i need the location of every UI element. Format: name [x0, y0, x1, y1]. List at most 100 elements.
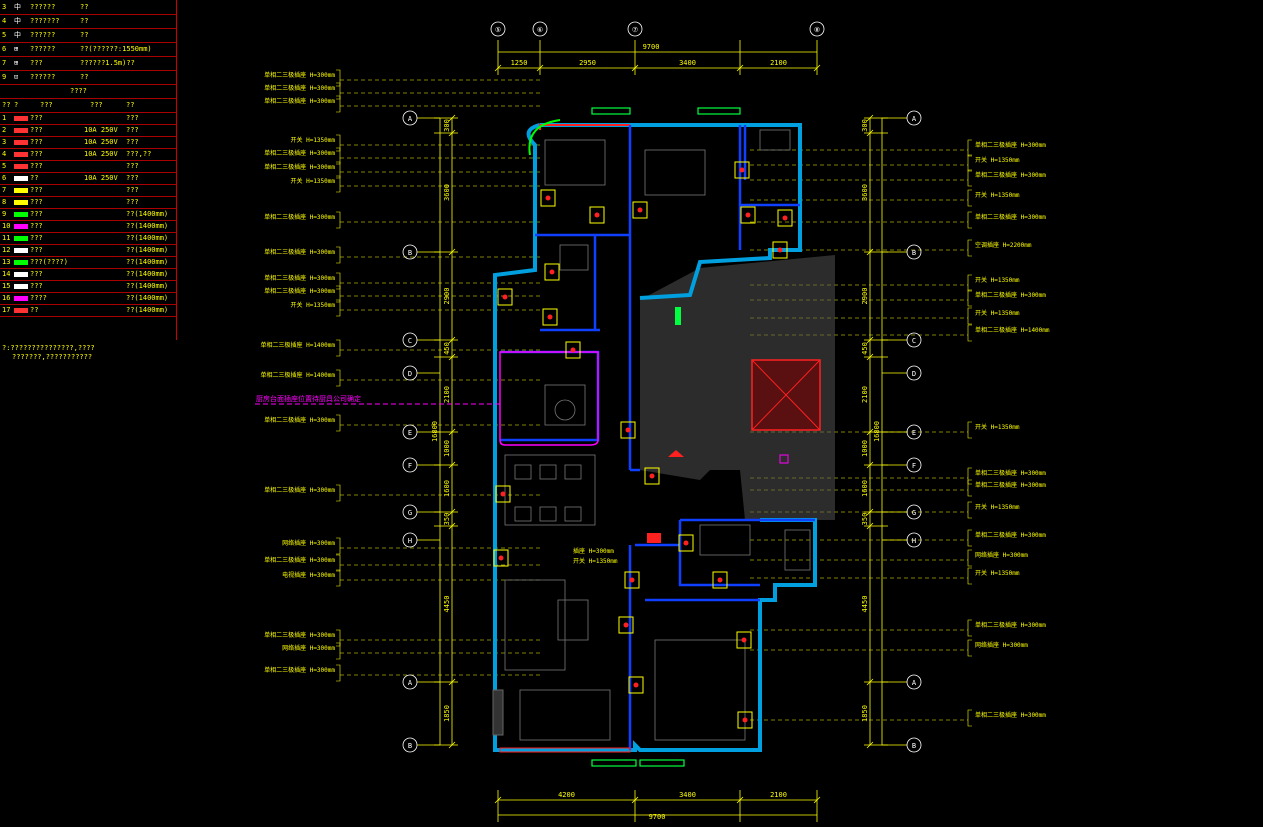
- socket-symbol: [542, 308, 558, 326]
- annotation-left: 单相二三极插座 H=1400mm: [260, 371, 335, 379]
- row-no: 5: [2, 162, 7, 170]
- right-dim-arrow: [866, 336, 874, 344]
- row-name: ???: [30, 138, 43, 146]
- annotation-bracket-left: [336, 95, 341, 113]
- legend-header: ?? ? ??? ??? ??: [0, 98, 176, 113]
- row-no: 9: [2, 73, 7, 81]
- window-sill: [499, 747, 631, 753]
- annotation-bracket-left: [336, 414, 341, 432]
- annotation-bracket-left: [336, 554, 341, 572]
- row-desc: ??(1400mm): [126, 234, 169, 242]
- row-symbol: [14, 248, 28, 253]
- annotation-right: 开关 H=1350mm: [975, 309, 1020, 317]
- row-desc: ??????1.5m)??: [80, 59, 135, 67]
- furniture: [759, 129, 791, 151]
- annotation-left: 单相二三极插座 H=300mm: [264, 97, 335, 105]
- axis-bubble-right: [906, 332, 922, 348]
- furniture: [544, 384, 586, 426]
- socket-dot: [742, 717, 748, 723]
- legend-item-row: 5??????: [0, 160, 176, 173]
- axis-bubble-top: [490, 21, 506, 37]
- legend-item-row: 8??????: [0, 196, 176, 209]
- axis-label-left: G: [408, 509, 412, 517]
- row-symbol: [14, 176, 28, 181]
- socket-symbol: [497, 288, 513, 306]
- row-no: 1: [2, 114, 7, 122]
- row-desc: ??(1400mm): [126, 258, 169, 266]
- shaded-core-area: [640, 255, 835, 520]
- dining-chair: [539, 506, 557, 522]
- annotation-bracket-right: [967, 639, 972, 657]
- row-desc: ??(??????:1550mm): [80, 45, 152, 53]
- axis-bubble-right: [906, 504, 922, 520]
- socket-dot: [623, 622, 629, 628]
- annotation-right: 单相二三极插座 H=300mm: [975, 141, 1046, 149]
- annotation-bracket-left: [336, 175, 341, 193]
- row-name: ???: [30, 186, 43, 194]
- annotation-bracket-left: [336, 246, 341, 264]
- axis-label-left: A: [408, 679, 413, 687]
- bottom-dim: 2100: [770, 791, 787, 799]
- row-desc: ??: [80, 3, 89, 11]
- right-dim-arrow: [866, 741, 874, 749]
- socket-dot: [594, 212, 600, 218]
- socket-dot: [570, 347, 576, 353]
- legend-item-row: 13???(????)??(1400mm): [0, 256, 176, 269]
- socket-symbol: [737, 711, 753, 729]
- interior-wall: [500, 350, 600, 442]
- annotation-right: 网络插座 H=300mm: [975, 641, 1028, 649]
- furniture: [504, 454, 596, 526]
- row-no: 6: [2, 174, 7, 182]
- annotation-bracket-left: [336, 484, 341, 502]
- axis-label-top: ⑤: [495, 26, 501, 34]
- row-no: 2: [2, 126, 7, 134]
- top-dim-arrow: [631, 64, 639, 72]
- axis-label-top: ⑧: [814, 26, 820, 34]
- axis-bubble-left: [402, 110, 418, 126]
- dining-chair: [514, 464, 532, 480]
- row-name: ???(????): [30, 258, 68, 266]
- socket-symbol: [772, 241, 788, 259]
- axis-label-right: A: [912, 115, 917, 123]
- axis-label-top: ⑦: [632, 26, 638, 34]
- row-name: ???: [30, 162, 43, 170]
- annotation-bracket-left: [336, 339, 341, 357]
- annotation-bracket-right: [967, 324, 972, 342]
- dining-chair: [564, 506, 582, 522]
- row-desc: ??(1400mm): [126, 246, 169, 254]
- right-dim: 1850: [861, 705, 869, 722]
- axis-bubble-right: [906, 365, 922, 381]
- row-desc: ???: [126, 114, 139, 122]
- annotation-bracket-right: [967, 619, 972, 637]
- top-dim: 2950: [579, 59, 596, 67]
- annotation-left: 单相二三极插座 H=300mm: [264, 416, 335, 424]
- left-dim: 350: [443, 513, 451, 526]
- annotation-left: 单相二三极插座 H=300mm: [264, 213, 335, 221]
- socket-symbol: [740, 206, 756, 224]
- legend-item-row: 10?????(1400mm): [0, 220, 176, 233]
- left-dim-arrow: [448, 461, 456, 469]
- annotation-bracket-right: [967, 289, 972, 307]
- right-dim: 1000: [861, 440, 869, 457]
- row-name: ???: [30, 234, 43, 242]
- annotation-bracket-right: [967, 154, 972, 172]
- left-dim-arrow: [448, 336, 456, 344]
- axis-label-left: B: [408, 249, 412, 257]
- annotation-left: 开关 H=1350mm: [290, 177, 335, 185]
- legend-top-row: 7⊞?????????1.5m)??: [0, 56, 176, 71]
- row-no: 5: [2, 31, 7, 39]
- socket-symbol: [644, 467, 660, 485]
- axis-label-left: B: [408, 742, 412, 750]
- legend-item-row: 14?????(1400mm): [0, 268, 176, 281]
- legend-top-row: 6⊞????????(??????:1550mm): [0, 42, 176, 57]
- furniture: [544, 139, 606, 186]
- socket-symbol: [495, 485, 511, 503]
- row-desc: ??(1400mm): [126, 222, 169, 230]
- legend-title: ????: [0, 84, 176, 99]
- distribution-box: [647, 533, 661, 543]
- annotation-left: 单相二三极插座 H=300mm: [264, 84, 335, 92]
